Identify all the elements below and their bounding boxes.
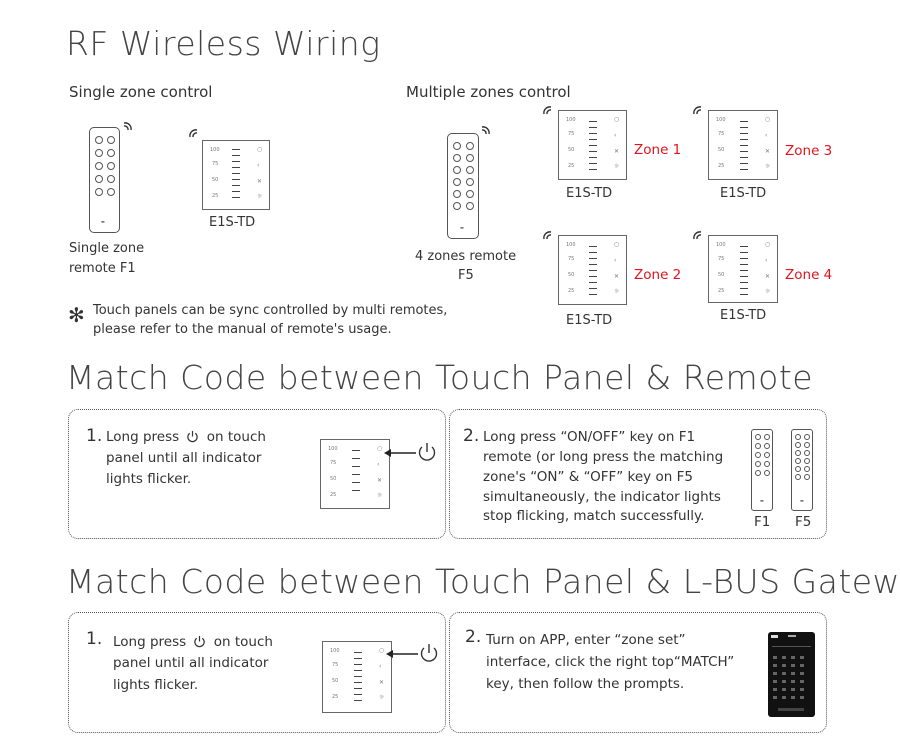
phone-app-screenshot [768, 632, 815, 717]
multiple-zones-heading: Multiple zones control [406, 83, 571, 101]
step1-line3: lights flicker. [106, 471, 192, 487]
zone-1-panel-caption: E1S-TD [566, 186, 613, 201]
remote-f5-small: ▬ [791, 429, 813, 511]
match-remote-step2-box [449, 409, 827, 539]
remote-f5-label: F5 [795, 514, 812, 530]
zone-4-panel-caption: E1S-TD [720, 308, 767, 323]
remote-f1-small: ▬ [751, 429, 773, 511]
single-zone-heading: Single zone control [69, 83, 213, 101]
step1-line1: Long press on touch [106, 429, 266, 445]
note-line1: Touch panels can be sync controlled by m… [93, 303, 448, 318]
step-number: 2. [465, 627, 482, 647]
remote-f1: ▬ [89, 127, 120, 233]
remote-f5-caption-line2: F5 [458, 268, 474, 283]
match-remote-step1-box [68, 409, 446, 539]
zone-2-panel-caption: E1S-TD [566, 313, 613, 328]
note-line2: please refer to the manual of remote's u… [93, 322, 392, 337]
single-panel-caption: E1S-TD [209, 215, 256, 230]
touch-panel-zone-1: 100 75 50 25 ○ ‹ ✕ ☼ [558, 110, 627, 180]
match-gateway-step1-box [68, 612, 446, 733]
power-icon [187, 430, 199, 443]
rf-section-title: RF Wireless Wiring [66, 24, 381, 63]
zone-4-label: Zone 4 [785, 267, 833, 283]
touch-panel-match: 100 75 50 25 ○ ‹ ✕ ☼ [320, 439, 390, 509]
remote-f1-caption-line1: Single zone [69, 241, 145, 256]
zone-3-label: Zone 3 [785, 143, 833, 159]
zone-1-label: Zone 1 [634, 142, 682, 158]
touch-panel-zone-2: 100 75 50 25 ○ ‹ ✕ ☼ [558, 235, 627, 305]
step2-line4: simultaneously, the indicator lights [483, 489, 721, 505]
remote-f5: ▬ [447, 133, 479, 239]
remote-f5-caption-line1: 4 zones remote [415, 249, 517, 264]
gw-step1-line2: panel until all indicator [113, 655, 269, 671]
match-gateway-title: Match Code between Touch Panel & L-BUS G… [66, 562, 900, 601]
wireless-signal-icon [189, 129, 198, 138]
wireless-signal-icon [543, 106, 552, 115]
touch-panel-zone-4: 100 75 50 25 ○ ‹ ✕ ☼ [708, 235, 778, 303]
arrow-left-icon [384, 443, 436, 461]
remote-f1-label: F1 [754, 514, 771, 530]
wireless-signal-icon [481, 126, 490, 135]
match-remote-title: Match Code between Touch Panel & Remote [66, 358, 814, 397]
wireless-signal-icon [123, 122, 132, 131]
zone-2-label: Zone 2 [634, 267, 682, 283]
gw-step1-line3: lights flicker. [113, 677, 199, 693]
touch-panel-e1s-td: 100 75 50 25 ○ ‹ ✕ ☼ [202, 140, 270, 210]
step2-line3: zone's “ON” & “OFF” key on F5 [483, 469, 693, 485]
step-number: 1. [86, 426, 103, 446]
step-number: 1. [86, 629, 103, 649]
gw-step1-line1: Long press on touch [113, 634, 273, 650]
gw-step2-line2: interface, click the right top“MATCH” [486, 654, 735, 670]
step2-line5: stop flicking, match successfully. [483, 508, 705, 524]
step1-line2: panel until all indicator [106, 450, 262, 466]
arrow-left-icon [386, 644, 438, 662]
step2-line1: Long press “ON/OFF” key on F1 [483, 429, 696, 445]
zone-3-panel-caption: E1S-TD [720, 186, 767, 201]
match-gateway-step2-box [449, 612, 827, 733]
step2-line2: remote (or long press the matching [483, 449, 724, 465]
power-icon [194, 635, 206, 648]
wireless-signal-icon [693, 106, 702, 115]
remote-f1-caption-line2: remote F1 [69, 261, 136, 276]
asterisk-icon: ✻ [68, 303, 85, 327]
wireless-signal-icon [693, 231, 702, 240]
touch-panel-gateway: 100 75 50 25 ○ ‹ ✕ ☼ [322, 641, 392, 713]
step-number: 2. [463, 426, 480, 446]
gw-step2-line3: key, then follow the prompts. [486, 676, 685, 692]
touch-panel-zone-3: 100 75 50 25 ○ ‹ ✕ ☼ [708, 110, 778, 180]
gw-step2-line1: Turn on APP, enter “zone set” [486, 632, 686, 648]
wireless-signal-icon [543, 231, 552, 240]
